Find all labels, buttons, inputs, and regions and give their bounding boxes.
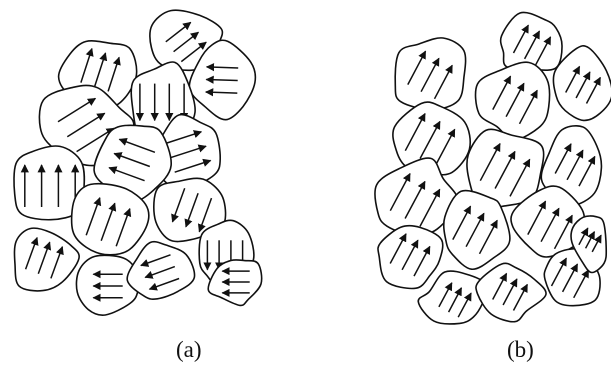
grain-b13	[476, 263, 546, 321]
magnetization-arrow	[206, 80, 237, 81]
panel-b-aligned-domains	[375, 12, 611, 324]
grain-b11	[378, 226, 443, 289]
grain-outline	[476, 62, 550, 140]
grain-outline	[127, 242, 194, 299]
grain-a13	[127, 242, 194, 299]
panel-b-caption: (b)	[507, 338, 534, 361]
grain-b2	[501, 12, 562, 70]
panel-a-random-domains	[14, 10, 262, 315]
grain-outline	[418, 271, 488, 324]
grain-a10	[14, 228, 79, 291]
panel-a-caption: (a)	[176, 338, 202, 361]
grain-b12	[418, 271, 488, 324]
grain-outline	[476, 263, 546, 321]
grain-b5	[476, 62, 550, 140]
grain-outline	[378, 226, 443, 289]
grain-b1	[395, 38, 465, 110]
grain-outline	[14, 228, 79, 291]
grain-outline	[501, 12, 562, 70]
